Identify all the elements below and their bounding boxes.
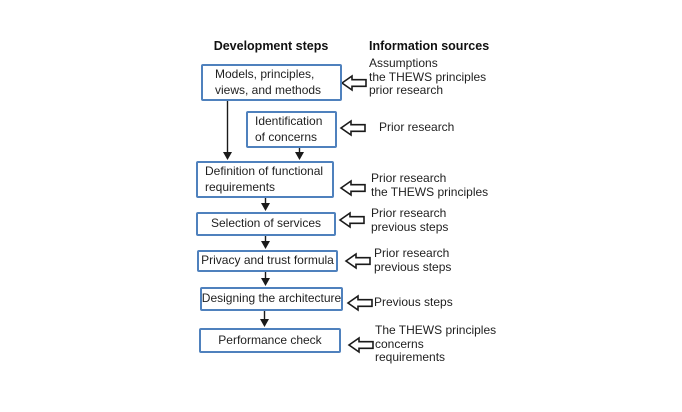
source-line: Prior research bbox=[379, 120, 455, 134]
source-text-privacy: Prior research previous steps bbox=[374, 246, 452, 274]
step-label: Models, principles, views, and methods bbox=[215, 66, 322, 97]
step-box-designing-architecture: Designing the architecture bbox=[200, 287, 343, 311]
source-text-models: Assumptions the THEWS principles prior r… bbox=[369, 56, 487, 98]
flow-arrow-down-icon bbox=[223, 101, 304, 327]
source-arrow-left-icon bbox=[346, 294, 373, 312]
source-arrow-left-icon bbox=[347, 336, 374, 354]
step-label: Privacy and trust formula bbox=[201, 253, 334, 268]
source-text-identification: Prior research bbox=[379, 120, 455, 135]
source-text-definition: Prior research the THEWS principles bbox=[371, 171, 489, 199]
step-box-identification-of-concerns: Identification of concerns bbox=[246, 111, 337, 148]
source-line: previous steps bbox=[371, 219, 449, 234]
source-line: previous steps bbox=[374, 259, 452, 274]
source-line: Prior research bbox=[374, 246, 450, 260]
source-arrow-left-icon bbox=[340, 74, 367, 92]
source-arrow-left-icon bbox=[339, 179, 366, 197]
source-line: Prior research bbox=[371, 206, 447, 220]
source-line: The THEWS principles bbox=[375, 323, 497, 337]
step-box-models-principles: Models, principles, views, and methods bbox=[201, 64, 342, 101]
step-label: Performance check bbox=[218, 332, 322, 347]
step-box-privacy-trust-formula: Privacy and trust formula bbox=[197, 250, 338, 272]
source-line: Prior research bbox=[371, 171, 447, 185]
source-line: Assumptions bbox=[369, 56, 438, 70]
source-line: the THEWS principles bbox=[369, 69, 487, 84]
step-label: Definition of functional requirements bbox=[205, 163, 324, 194]
source-line: the THEWS principles bbox=[371, 184, 489, 199]
column-header-information-sources: Information sources bbox=[369, 39, 490, 53]
step-label: Identification of concerns bbox=[255, 113, 323, 144]
source-text-performance: The THEWS principles concerns requiremen… bbox=[375, 323, 497, 365]
source-line: prior research bbox=[369, 83, 444, 97]
step-box-definition-functional-requirements: Definition of functional requirements bbox=[196, 161, 334, 198]
step-label: Designing the architecture bbox=[201, 291, 342, 306]
source-line: requirements bbox=[375, 350, 446, 364]
source-text-designing: Previous steps bbox=[374, 295, 453, 310]
source-line: concerns bbox=[375, 336, 424, 351]
source-line: Previous steps bbox=[374, 295, 453, 309]
step-box-selection-of-services: Selection of services bbox=[196, 212, 336, 236]
source-arrow-left-icon bbox=[338, 211, 365, 229]
step-box-performance-check: Performance check bbox=[199, 328, 341, 353]
column-header-development-steps: Development steps bbox=[213, 39, 329, 53]
step-label: Selection of services bbox=[210, 216, 322, 231]
source-text-selection: Prior research previous steps bbox=[371, 206, 449, 234]
source-arrow-left-icon bbox=[339, 119, 366, 137]
source-arrow-left-icon bbox=[344, 252, 371, 270]
